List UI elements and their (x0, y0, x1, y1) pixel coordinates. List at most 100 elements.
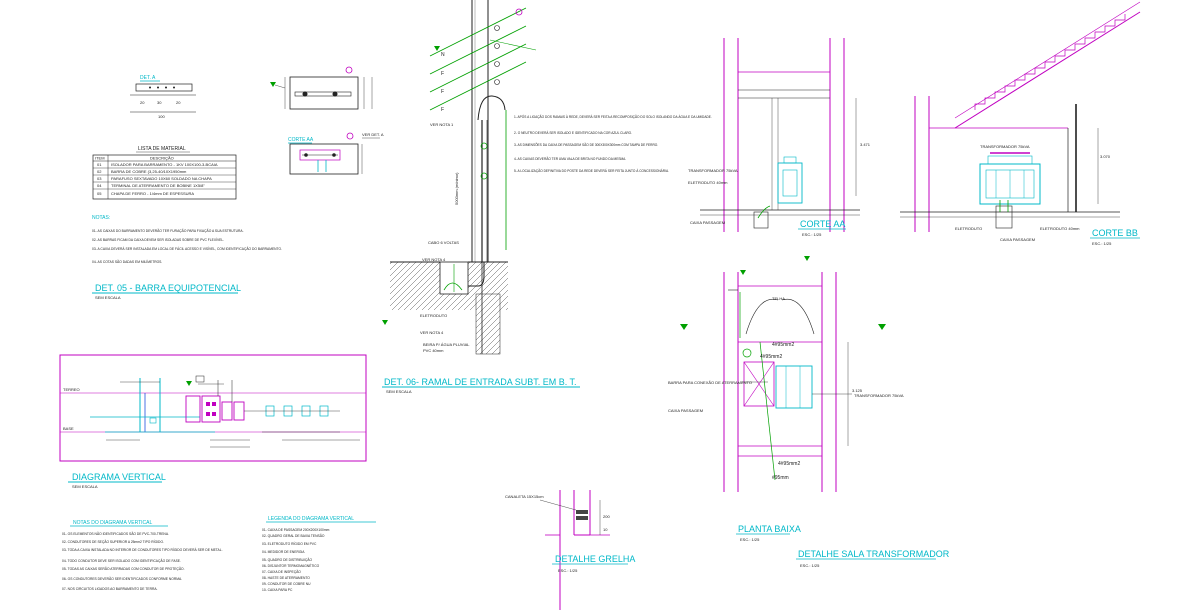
svg-text:TERMINAL DE ATERRAMENTO DE BOB: TERMINAL DE ATERRAMENTO DE BOBINE 1X5/8" (111, 183, 205, 188)
lista-material-table: LISTA DE MATERIAL ITEM DESCRIÇÃO 01 ISOL… (92, 146, 237, 200)
det06-title: DET. 06- RAMAL DE ENTRADA SUBT. EM B. T. (384, 377, 577, 387)
detalhe-sala-title-block: DETALHE SALA TRANSFORMADOR ESC.: 1/25 (796, 549, 950, 568)
corte-aa-title: CORTE AA (800, 219, 845, 229)
svg-text:TELHA: TELHA (772, 296, 785, 301)
svg-text:BASE: BASE (63, 426, 74, 431)
svg-text:02: 02 (97, 169, 102, 174)
svg-text:04- MEDIDOR DE ENERGIA: 04- MEDIDOR DE ENERGIA (262, 550, 305, 554)
svg-text:SEM ESCALA: SEM ESCALA (72, 484, 98, 489)
svg-text:20: 20 (176, 100, 181, 105)
planta-baixa: TELHA 4#95mm2 4#95mm2 4#95mm2 #95mm 3.12… (668, 256, 904, 542)
svg-text:4#95mm2: 4#95mm2 (772, 342, 794, 348)
svg-text:4- AS CAIXAS DEVERÃO TER UMA V: 4- AS CAIXAS DEVERÃO TER UMA VALA DE BRI… (514, 156, 626, 161)
svg-text:TERREO: TERREO (63, 387, 80, 392)
svg-text:ITEM: ITEM (95, 156, 105, 161)
svg-text:VER NOTA 1: VER NOTA 1 (430, 122, 454, 127)
svg-text:CABO 6 VOLTAS: CABO 6 VOLTAS (428, 240, 459, 245)
svg-text:ESC.: 1/25: ESC.: 1/25 (558, 568, 578, 573)
svg-text:03- TODA A CAIXA INSTALADA NO: 03- TODA A CAIXA INSTALADA NO INTERIOR D… (62, 548, 223, 552)
svg-text:DESCRIÇÃO: DESCRIÇÃO (150, 156, 174, 161)
svg-text:ELETRODUTO: ELETRODUTO (420, 313, 447, 318)
svg-text:SEM ESCALA: SEM ESCALA (95, 295, 121, 300)
svg-text:05: 05 (97, 191, 102, 196)
svg-text:PVC 40mm: PVC 40mm (423, 348, 444, 353)
svg-text:02- AS BARRAS FICAM DA CAIXA D: 02- AS BARRAS FICAM DA CAIXA DEVEM SER I… (92, 238, 224, 242)
svg-text:08- HASTE DE ATERRAMENTO: 08- HASTE DE ATERRAMENTO (262, 576, 310, 580)
det-a-title: DET. A (140, 75, 156, 81)
svg-text:5- A LOCALIZAÇÃO DEFINITIVA DO: 5- A LOCALIZAÇÃO DEFINITIVA DO POSTE DA … (514, 168, 669, 173)
det06-ramal: N F F F 5000mm (mínimo) VER NOTA 1 CABO … (382, 0, 712, 394)
svg-text:5000mm (mínimo): 5000mm (mínimo) (454, 172, 459, 205)
svg-text:VER NOTA 4: VER NOTA 4 (422, 257, 446, 262)
svg-text:04- AS COTAS SÃO DADAS EM MILÍ: 04- AS COTAS SÃO DADAS EM MILÍMETROS. (92, 259, 162, 264)
lista-material-title: LISTA DE MATERIAL (138, 146, 186, 152)
svg-text:VER NOTA 4: VER NOTA 4 (420, 330, 444, 335)
notas-left-title: NOTAS: (92, 215, 110, 221)
svg-text:PARAFUSO SEXTAVADO 10X60 SOLDA: PARAFUSO SEXTAVADO 10X60 SOLDADO NA CHAP… (111, 176, 212, 181)
svg-text:200: 200 (603, 514, 610, 519)
det-a: DET. A 20 30 20 100 (130, 75, 196, 119)
svg-text:TRANSFORMADOR 75kVA: TRANSFORMADOR 75kVA (688, 168, 738, 173)
svg-text:3.125: 3.125 (852, 388, 863, 393)
det05-title: DET. 05 - BARRA EQUIPOTENCIAL (95, 283, 241, 293)
detalhe-grelha: 200 10 CANALETA 15X15cm DETALHE GRELHA E… (505, 490, 635, 610)
svg-text:06- OS CONDUTORES DEVERÃO SER: 06- OS CONDUTORES DEVERÃO SER IDENTIFICA… (62, 576, 182, 581)
corte-aa-small: CORTE AA VER DET. A (288, 132, 384, 175)
svg-text:SEM ESCALA: SEM ESCALA (386, 389, 412, 394)
svg-text:2- O NEUTRO DEVERÁ SER ISOLADO: 2- O NEUTRO DEVERÁ SER ISOLADO E IDENTIF… (514, 131, 632, 135)
svg-text:4#95mm2: 4#95mm2 (778, 461, 800, 467)
svg-text:TRANSFORMADOR 75kVA: TRANSFORMADOR 75kVA (854, 393, 904, 398)
corte-aa: 3.471 TRANSFORMADOR 75kVA ELETRODUTO 40m… (688, 38, 871, 237)
svg-text:03- ELETRODUTO RÍGIDO EM PVC: 03- ELETRODUTO RÍGIDO EM PVC (262, 542, 317, 546)
svg-text:01- AS CAIXAS DO BARRAMENTO DE: 01- AS CAIXAS DO BARRAMENTO DEVERÃO TER … (92, 228, 244, 233)
diagrama-vertical-title: DIAGRAMA VERTICAL (72, 472, 166, 482)
svg-text:05- TODAS AS CAIXAS SERÃO ATER: 05- TODAS AS CAIXAS SERÃO ATERRADAS COM … (62, 566, 185, 571)
svg-text:02- CONDUTORES DE SEÇÃO SUPERI: 02- CONDUTORES DE SEÇÃO SUPERIOR A 25mm2… (62, 539, 164, 544)
svg-text:4#95mm2: 4#95mm2 (760, 354, 782, 360)
svg-text:ELETRODUTO: ELETRODUTO (955, 226, 982, 231)
svg-text:F: F (441, 71, 444, 77)
svg-text:CANALETA 15X15cm: CANALETA 15X15cm (505, 494, 544, 499)
planta-baixa-title: PLANTA BAIXA (738, 524, 801, 534)
svg-text:10- CAIXA PARA PC: 10- CAIXA PARA PC (262, 588, 293, 592)
svg-text:TRANSFORMADOR 75kVA: TRANSFORMADOR 75kVA (980, 144, 1030, 149)
corte-bb-title: CORTE BB (1092, 228, 1138, 238)
svg-text:07- CAIXA DE INSPEÇÃO: 07- CAIXA DE INSPEÇÃO (262, 569, 301, 574)
diagrama-vertical: TERREO BASE DIAGRAMA VERTICAL SEM ESCALA (59, 354, 367, 489)
svg-text:06- DISJUNTOR TERMOMAGNÉTICO: 06- DISJUNTOR TERMOMAGNÉTICO (262, 563, 320, 568)
svg-text:3- AS DIMENSÕES DA CAIXA DE PA: 3- AS DIMENSÕES DA CAIXA DE PASSAGEM SÃO… (514, 142, 658, 147)
svg-text:ELETRODUTO 40mm: ELETRODUTO 40mm (688, 180, 728, 185)
corte-bb: 3.070 TRANSFORMADOR 75kVA ELETRODUTO CAI… (900, 1, 1141, 246)
svg-text:#95mm: #95mm (772, 475, 789, 481)
svg-text:3.471: 3.471 (860, 142, 871, 147)
svg-text:07- NOS CIRCUITOS LIGADOS AO B: 07- NOS CIRCUITOS LIGADOS AO BARRAMENTO … (62, 587, 158, 591)
svg-text:F: F (441, 107, 444, 113)
detalhe-sala-title: DETALHE SALA TRANSFORMADOR (798, 549, 950, 559)
svg-text:BARRA DE COBRE (3,25-40/10X195: BARRA DE COBRE (3,25-40/10X1950mm (111, 169, 187, 174)
svg-text:N: N (441, 52, 445, 58)
corte-aa-small-title: CORTE AA (288, 137, 314, 143)
notas-diagrama: NOTAS DO DIAGRAMA VERTICAL 01- OS ELEMEN… (62, 520, 223, 591)
svg-text:01: 01 (97, 162, 102, 167)
svg-text:01- CAIXA DE PASSAGEM 200X200X: 01- CAIXA DE PASSAGEM 200X200X100mm (262, 528, 330, 532)
svg-text:ISOLADOR PARA BARRAMENTO - 1KV: ISOLADOR PARA BARRAMENTO - 1KV 100X100-3… (111, 162, 218, 167)
notas-left: NOTAS: 01- AS CAIXAS DO BARRAMENTO DEVER… (92, 215, 282, 264)
svg-text:09- CONDUTOR DE COBRE NU: 09- CONDUTOR DE COBRE NU (262, 582, 311, 586)
svg-text:02- QUADRO GERAL DE BAIXA TENS: 02- QUADRO GERAL DE BAIXA TENSÃO (262, 533, 325, 538)
legenda-diagrama-title: LEGENDA DO DIAGRAMA VERTICAL (268, 516, 354, 522)
svg-text:3.070: 3.070 (1100, 154, 1111, 159)
svg-text:20: 20 (140, 100, 145, 105)
svg-text:03- A CAIXA DEVERÁ SER INSTALA: 03- A CAIXA DEVERÁ SER INSTALADA EM LOCA… (92, 246, 282, 251)
svg-text:ESC.: 1/25: ESC.: 1/25 (740, 537, 760, 542)
svg-text:VER DET. A: VER DET. A (362, 132, 384, 137)
svg-text:30: 30 (157, 100, 162, 105)
svg-text:05- QUADRO DE DISTRIBUIÇÃO: 05- QUADRO DE DISTRIBUIÇÃO (262, 557, 312, 562)
svg-text:04- TODO CONDUTOR DEVE SER ISO: 04- TODO CONDUTOR DEVE SER ISOLADO COM I… (62, 558, 181, 563)
svg-text:CAIXA PASSAGEM: CAIXA PASSAGEM (1000, 237, 1035, 242)
det05-title-block: DET. 05 - BARRA EQUIPOTENCIAL SEM ESCALA (92, 283, 241, 300)
svg-text:10: 10 (603, 527, 608, 532)
svg-text:CAIXA PASSAGEM: CAIXA PASSAGEM (690, 220, 725, 225)
svg-text:ELETRODUTO 40mm: ELETRODUTO 40mm (1040, 226, 1080, 231)
svg-text:ESC.: 1/25: ESC.: 1/25 (1092, 241, 1112, 246)
